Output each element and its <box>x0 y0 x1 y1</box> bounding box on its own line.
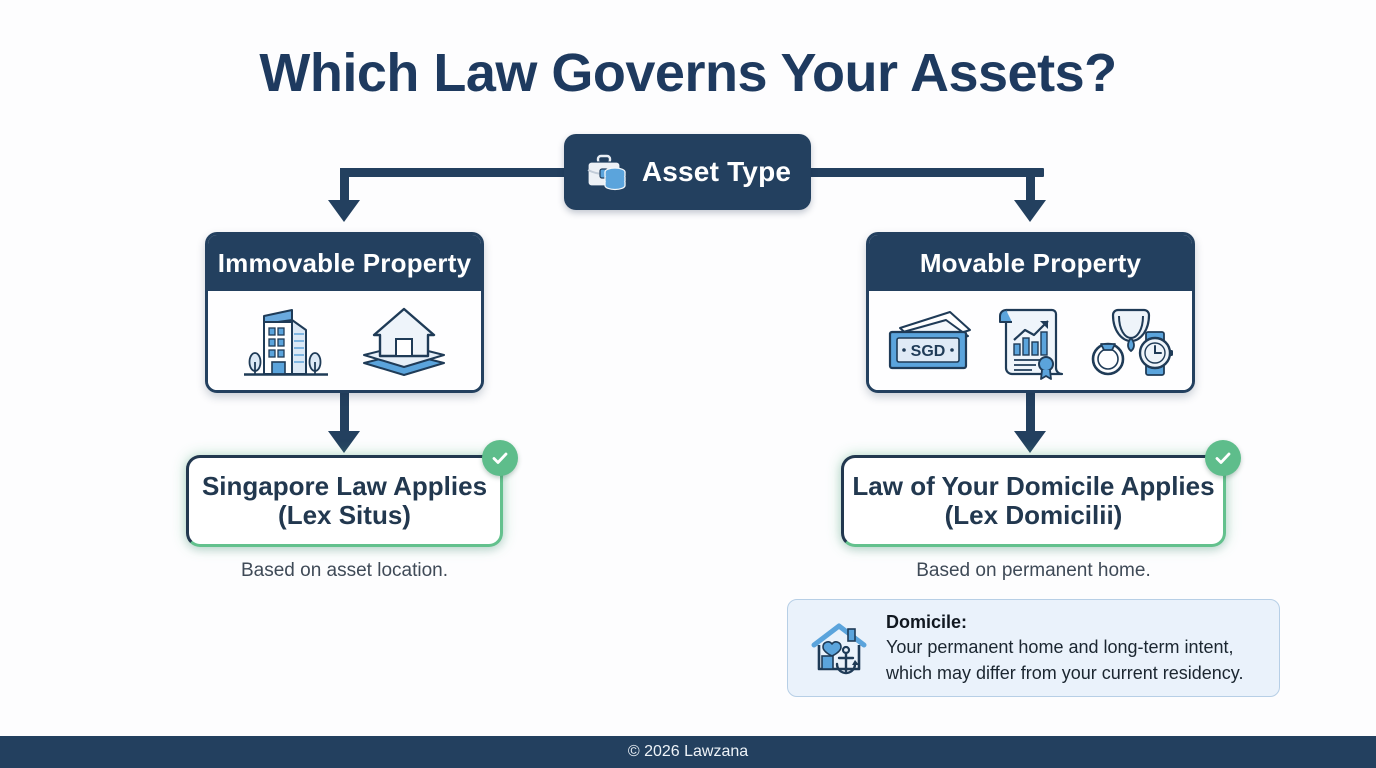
outcome-left-line2: (Lex Situs) <box>278 500 411 530</box>
check-icon <box>482 440 518 476</box>
check-icon <box>1205 440 1241 476</box>
footer-bar: © 2026 Lawzana <box>0 736 1376 768</box>
outcome-immovable[interactable]: Singapore Law Applies (Lex Situs) <box>186 440 518 547</box>
banknotes-sgd-icon: SGD <box>884 306 976 376</box>
connector-horizontal-right <box>803 168 1044 177</box>
arrowhead-to-immovable <box>328 200 360 222</box>
arrowhead-to-movable <box>1014 200 1046 222</box>
domicile-body-line2: which may differ from your current resid… <box>886 662 1244 683</box>
category-icons-immovable <box>208 291 481 390</box>
domicile-callout: Domicile: Your permanent home and long-t… <box>787 599 1280 697</box>
jewellery-watch-icon <box>1084 304 1178 378</box>
category-card-immovable[interactable]: Immovable Property <box>205 232 484 393</box>
domicile-callout-text: Domicile: Your permanent home and long-t… <box>886 610 1243 687</box>
share-certificate-icon <box>992 302 1068 380</box>
connector-vertical-movable-outcome <box>1026 393 1035 433</box>
outcome-box-left[interactable]: Singapore Law Applies (Lex Situs) <box>186 440 518 547</box>
banknote-currency-label: SGD <box>910 343 945 360</box>
caption-movable: Based on permanent home. <box>916 560 1151 581</box>
outcome-right-line2: (Lex Domicilii) <box>944 500 1123 530</box>
arrowhead-to-outcome-left <box>328 431 360 453</box>
category-title-immovable: Immovable Property <box>217 247 472 278</box>
office-building-icon <box>240 300 332 382</box>
page-title: Which Law Governs Your Assets? <box>259 43 1117 103</box>
connector-vertical-left <box>340 168 349 202</box>
outcome-box-right[interactable]: Law of Your Domicile Applies (Lex Domici… <box>841 440 1241 547</box>
outcome-left-line1: Singapore Law Applies <box>201 470 488 501</box>
outcome-movable[interactable]: Law of Your Domicile Applies (Lex Domici… <box>841 440 1241 547</box>
category-card-movable[interactable]: Movable Property SGD <box>866 232 1195 393</box>
footer-copyright: © 2026 Lawzana <box>627 743 749 760</box>
category-icons-movable: SGD <box>869 291 1192 390</box>
category-header-immovable: Immovable Property <box>208 235 481 291</box>
briefcase-coins-icon <box>584 152 628 192</box>
domicile-body-line1: Your permanent home and long-term intent… <box>886 637 1234 658</box>
root-node-asset-type[interactable]: Asset Type <box>564 134 811 210</box>
arrowhead-to-outcome-right <box>1014 431 1046 453</box>
connector-vertical-right <box>1026 168 1035 202</box>
root-node-label: Asset Type <box>641 156 792 187</box>
outcome-right-line1: Law of Your Domicile Applies <box>852 470 1215 501</box>
connector-horizontal-left <box>340 168 572 177</box>
category-header-movable: Movable Property <box>869 235 1192 291</box>
caption-immovable: Based on asset location. <box>240 560 449 581</box>
connector-vertical-immovable-outcome <box>340 393 349 433</box>
house-on-land-icon <box>358 301 450 381</box>
home-anchor-heart-icon <box>808 617 870 679</box>
domicile-term: Domicile: <box>886 611 968 632</box>
category-title-movable: Movable Property <box>919 247 1142 278</box>
